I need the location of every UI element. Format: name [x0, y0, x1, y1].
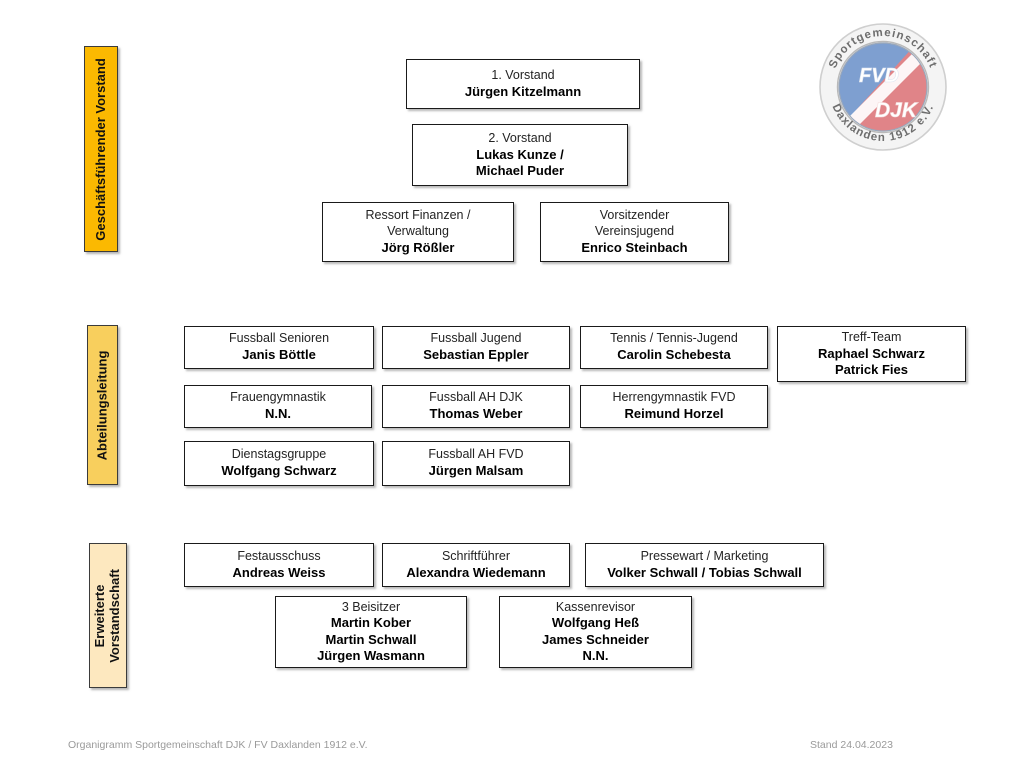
org-box-person: Jürgen Malsam — [428, 463, 524, 479]
org-box-role: 3 Beisitzer — [341, 599, 401, 614]
section-label-abteilungsleitung: Abteilungsleitung — [87, 325, 118, 485]
org-box-person: Patrick Fies — [835, 361, 908, 377]
org-box-role: Fussball AH FVD — [428, 447, 524, 462]
org-box-role: Herrengymnastik FVD — [612, 390, 736, 405]
org-box-role: Fussball Jugend — [430, 331, 522, 346]
org-box-person: Wolfgang Heß — [551, 615, 640, 631]
org-box-role: Ressort Finanzen /Verwaltung — [365, 208, 471, 238]
org-box-role: Schriftführer — [441, 548, 511, 563]
org-box-person: Alexandra Wiedemann — [406, 564, 546, 580]
org-box-person: Carolin Schebesta — [617, 347, 731, 363]
org-box-person: Martin Kober — [330, 615, 412, 631]
logo-fvd-text: FVD — [859, 65, 899, 87]
org-box-role: 1. Vorstand — [491, 67, 555, 82]
org-box-person: Janis Böttle — [242, 347, 316, 363]
org-box-person: Raphael Schwarz — [818, 345, 925, 361]
org-box-role: Pressewart / Marketing — [640, 548, 769, 563]
org-box-person: Jürgen Wasmann — [317, 648, 425, 664]
section-label-geschaeftsfuehrender-vorstand: Geschäftsführender Vorstand — [84, 46, 118, 252]
logo-djk-text: DJK — [875, 99, 919, 122]
footer-document-title: Organigramm Sportgemeinschaft DJK / FV D… — [68, 739, 368, 751]
org-box-role: Treff-Team — [841, 329, 902, 344]
org-box-role: Dienstagsgruppe — [231, 447, 327, 462]
org-box-person: Lukas Kunze / — [476, 146, 564, 162]
org-box-person: Jürgen Kitzelmann — [464, 83, 582, 99]
section-label-text: Abteilungsleitung — [94, 350, 110, 460]
org-box-person: Volker Schwall / Tobias Schwall — [607, 564, 802, 580]
org-box-role: Tennis / Tennis-Jugend — [610, 331, 738, 346]
org-box-person: Enrico Steinbach — [581, 239, 688, 255]
org-box-person: Jörg Rößler — [381, 239, 455, 255]
org-box-person: Sebastian Eppler — [423, 347, 529, 363]
org-box-person: Martin Schwall — [325, 631, 417, 647]
org-box-role: Fussball AH DJK — [429, 390, 523, 405]
org-box-person: N.N. — [265, 406, 291, 422]
org-box-role: 2. Vorstand — [488, 130, 552, 145]
section-label-text: Geschäftsführender Vorstand — [92, 57, 108, 241]
org-box-role: Fussball Senioren — [228, 331, 330, 346]
club-logo: FVD DJK Sportgemeinschaft Daxlanden 1912… — [812, 16, 954, 158]
footer-revision-date: Stand 24.04.2023 — [810, 739, 893, 751]
org-box-person: Andreas Weiss — [232, 564, 326, 580]
org-box-person: Wolfgang Schwarz — [221, 463, 337, 479]
org-box-person: Thomas Weber — [429, 406, 523, 422]
org-box-person: Michael Puder — [475, 162, 565, 178]
org-box-person: Reimund Horzel — [624, 406, 724, 422]
org-box-role: Frauengymnastik — [230, 390, 326, 405]
org-box-role: Festausschuss — [237, 548, 321, 563]
org-box-person: James Schneider — [542, 631, 649, 647]
org-box-role: Kassenrevisor — [555, 599, 636, 614]
org-box-person: N.N. — [582, 648, 609, 664]
